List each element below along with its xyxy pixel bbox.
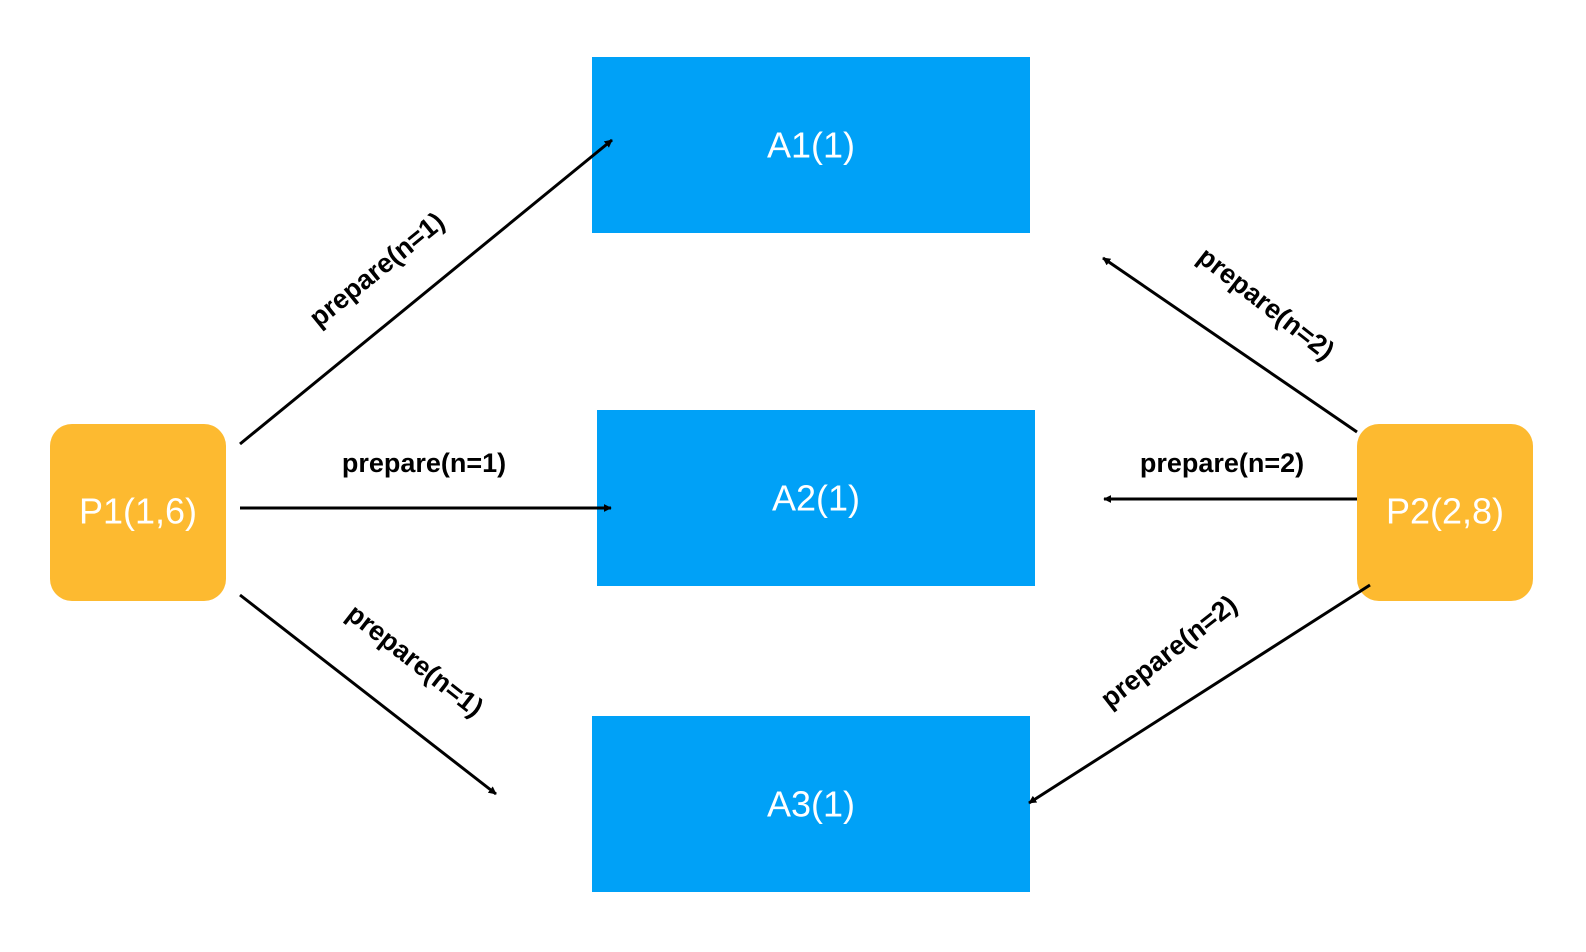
- acceptor-a2: A2(1): [597, 410, 1035, 586]
- arrow-p2-to-a3: [1028, 583, 1371, 805]
- message-p2-a1-label: prepare(n=2): [1192, 241, 1340, 366]
- message-p1-a3-label: prepare(n=1): [341, 598, 489, 723]
- proposer-p2: P2(2,8): [1357, 424, 1533, 601]
- acceptor-a3-label: A3(1): [767, 784, 855, 825]
- acceptor-a1-label: A1(1): [767, 125, 855, 166]
- message-p2-a3-label: prepare(n=2): [1095, 589, 1243, 714]
- message-p1-a2-label: prepare(n=1): [342, 448, 506, 478]
- message-p2-a2-label: prepare(n=2): [1140, 448, 1304, 478]
- acceptor-a3-box: [592, 716, 1030, 892]
- acceptor-a2-label: A2(1): [772, 478, 860, 519]
- arrow-p2-to-a1: [1102, 256, 1358, 434]
- acceptor-a1-box: [592, 57, 1030, 233]
- acceptor-a1: A1(1): [592, 57, 1030, 233]
- arrow-p1-to-a3: [239, 593, 497, 796]
- acceptor-a3: A3(1): [592, 716, 1030, 892]
- proposer-p2-box: [1357, 424, 1533, 601]
- arrow-p1-to-a1: [239, 138, 613, 446]
- acceptor-a2-box: [597, 410, 1035, 586]
- proposer-p1-label: P1(1,6): [79, 491, 197, 532]
- proposer-p2-label: P2(2,8): [1386, 491, 1504, 532]
- message-p1-a1-label: prepare(n=1): [304, 206, 451, 333]
- proposer-p1: P1(1,6): [50, 424, 226, 601]
- proposer-p1-box: [50, 424, 226, 601]
